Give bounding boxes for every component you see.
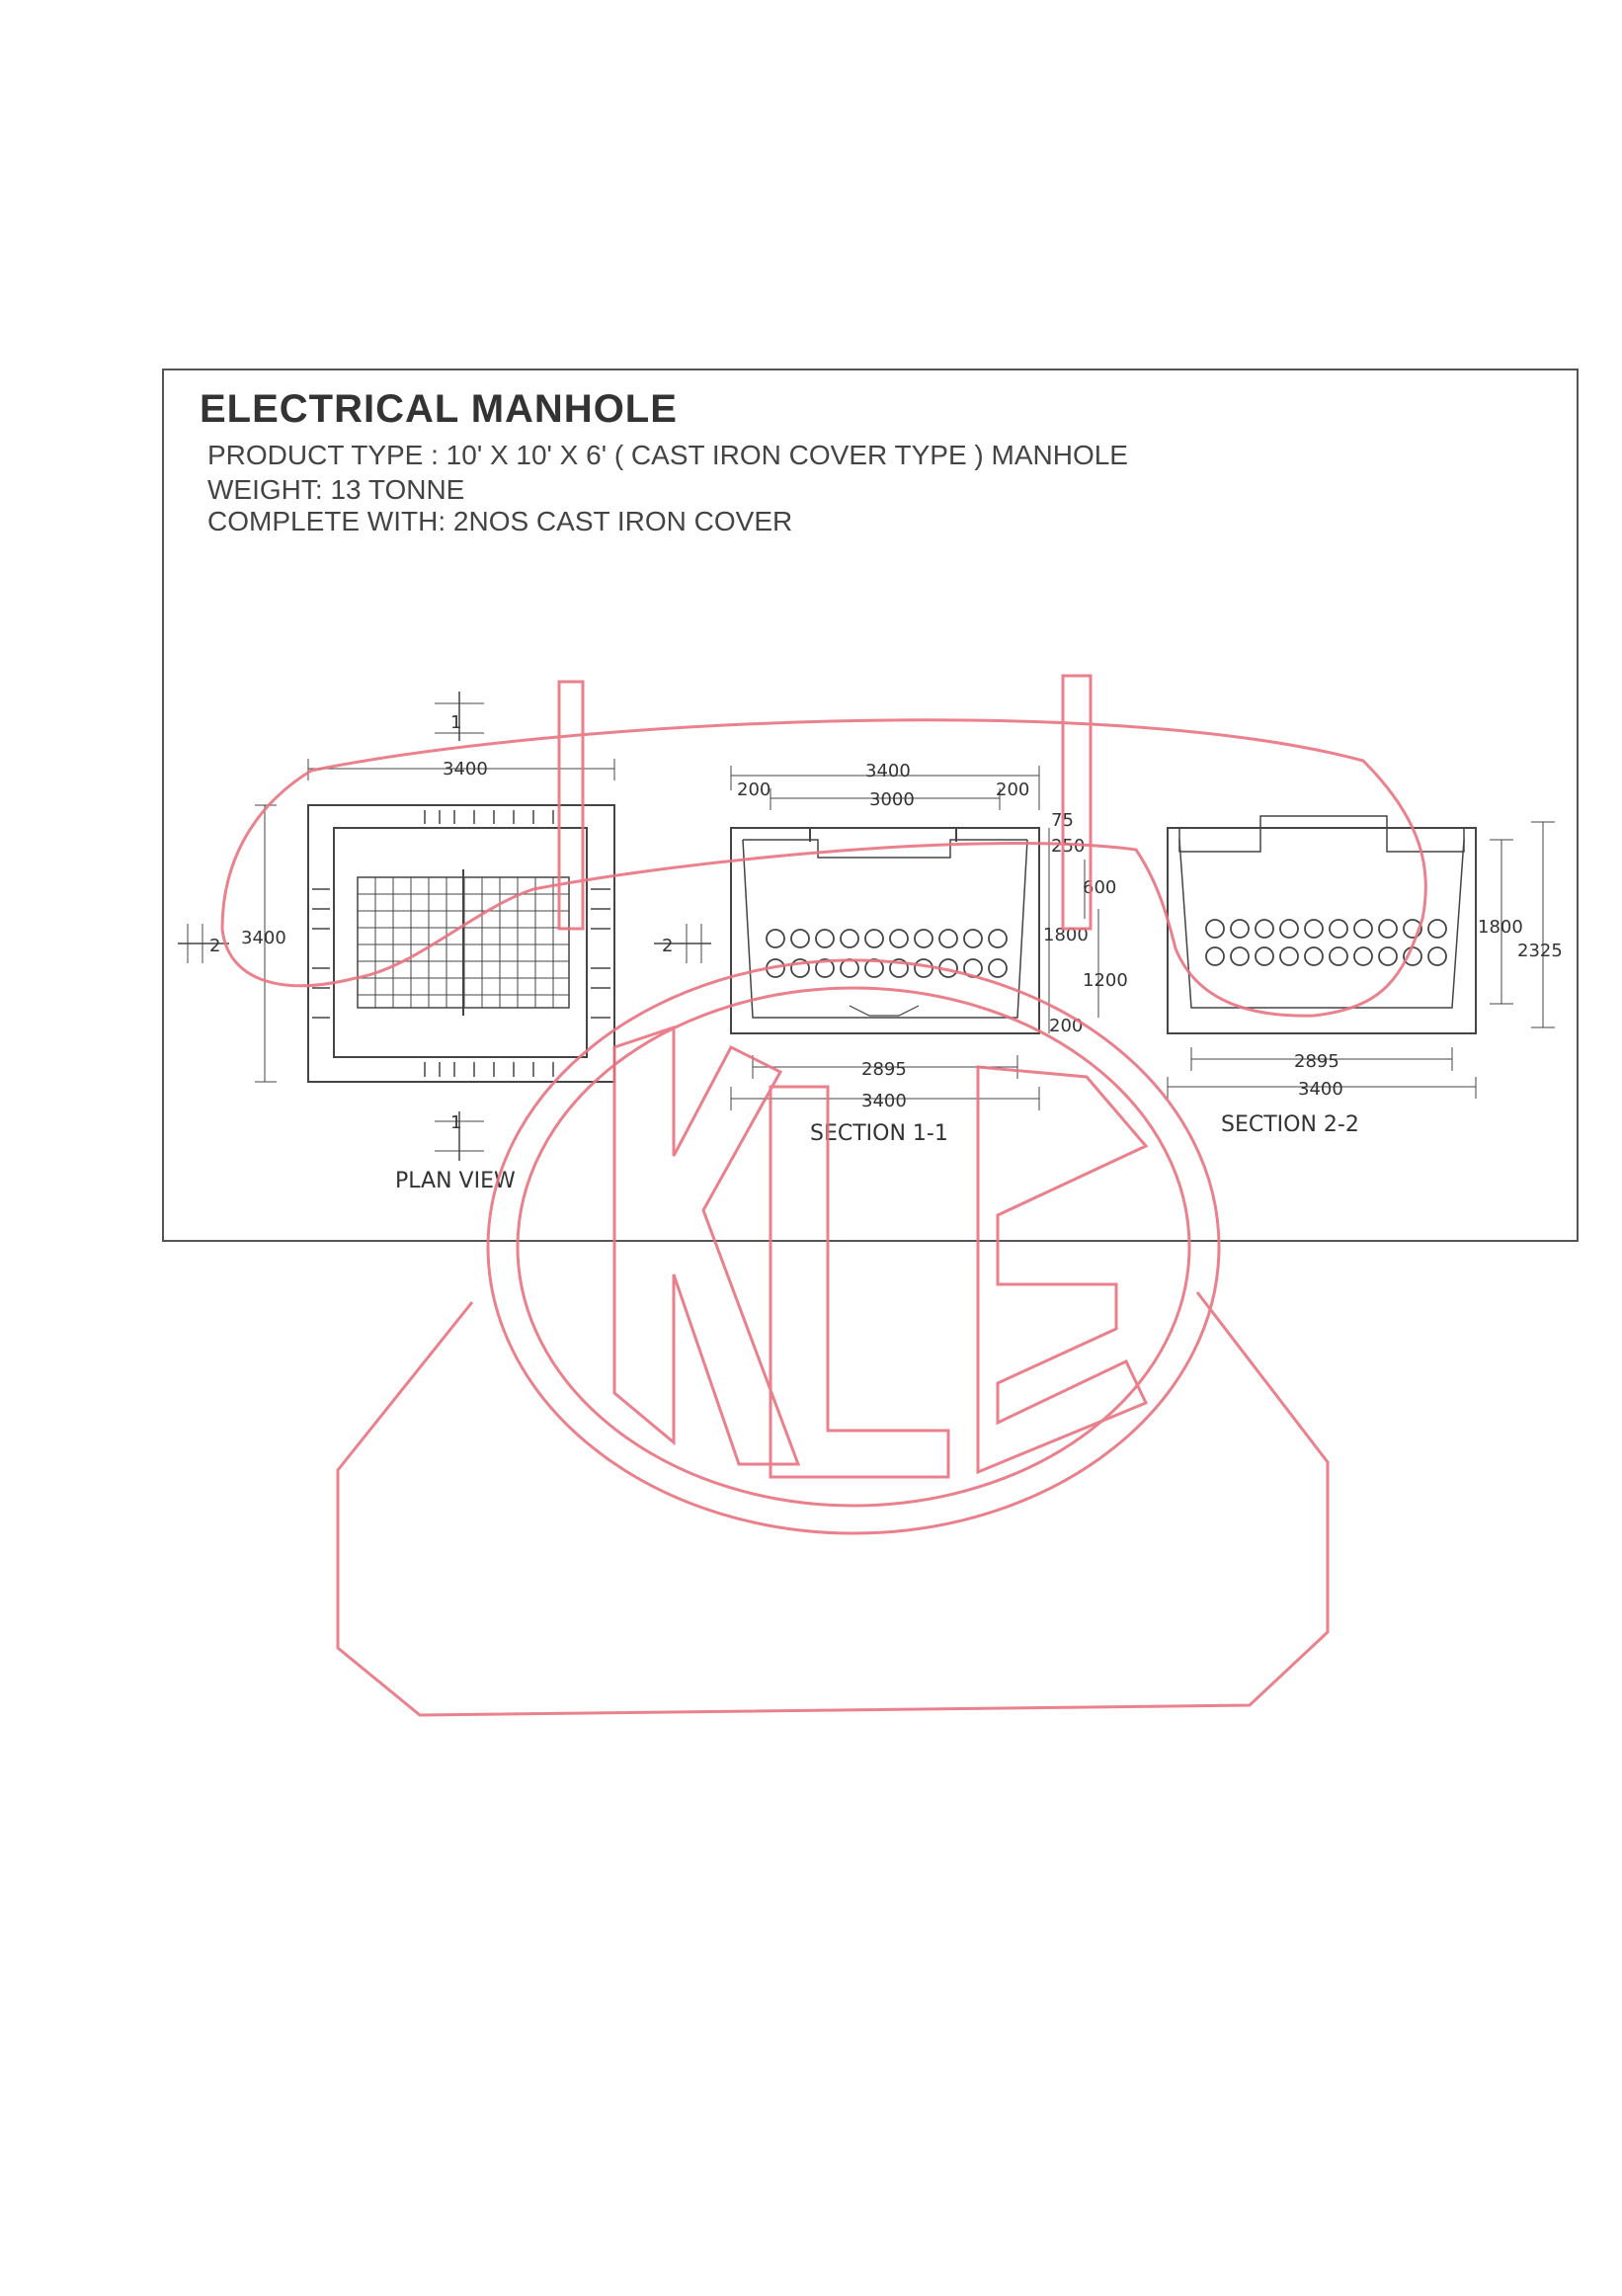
plan-section-mark-left: 2 [209, 936, 220, 956]
drawing-frame [162, 369, 1579, 1242]
s22-dim-1800: 1800 [1478, 917, 1523, 938]
plan-height-dim: 3400 [241, 928, 286, 948]
s11-bottom-inner: 2895 [861, 1059, 907, 1080]
s11-bottom-overall: 3400 [861, 1091, 907, 1111]
kle-watermark [220, 674, 1427, 1717]
plan-width-dim: 3400 [443, 759, 488, 779]
s11-dim-200-bottom: 200 [1049, 1016, 1083, 1036]
section-1-1-caption: SECTION 1-1 [810, 1121, 948, 1146]
weight-line: WEIGHT: 13 TONNE [207, 474, 465, 505]
section-1-1-conduits [766, 929, 1008, 978]
plan-section-mark-top: 1 [450, 712, 461, 733]
product-type-line: PRODUCT TYPE : 10' X 10' X 6' ( CAST IRO… [207, 440, 1128, 470]
section-2-2 [1167, 815, 1555, 1099]
section-2-2-caption: SECTION 2-2 [1221, 1112, 1359, 1137]
drawing-title: ELECTRICAL MANHOLE [200, 387, 678, 431]
s22-dim-2325: 2325 [1517, 941, 1563, 961]
s11-top-overall: 3400 [865, 761, 911, 781]
s11-left-wall: 200 [737, 779, 770, 800]
s22-bottom-inner: 2895 [1294, 1051, 1339, 1072]
duct-ticks [312, 810, 610, 1077]
complete-with-line: COMPLETE WITH: 2NOS CAST IRON COVER [207, 506, 793, 536]
section-2-2-conduits [1205, 919, 1447, 966]
grating-grid [358, 869, 569, 1016]
s22-bottom-overall: 3400 [1298, 1079, 1343, 1100]
plan-view [178, 692, 711, 1161]
s11-top-inner: 3000 [869, 789, 915, 810]
plan-section-mark-bottom: 1 [450, 1112, 461, 1133]
s11-right-wall: 200 [996, 779, 1029, 800]
section-1-1 [730, 766, 1099, 1110]
s11-cover-250: 250 [1051, 836, 1085, 857]
plan-section-mark-right: 2 [662, 936, 673, 956]
s11-dim-1200: 1200 [1083, 970, 1128, 991]
